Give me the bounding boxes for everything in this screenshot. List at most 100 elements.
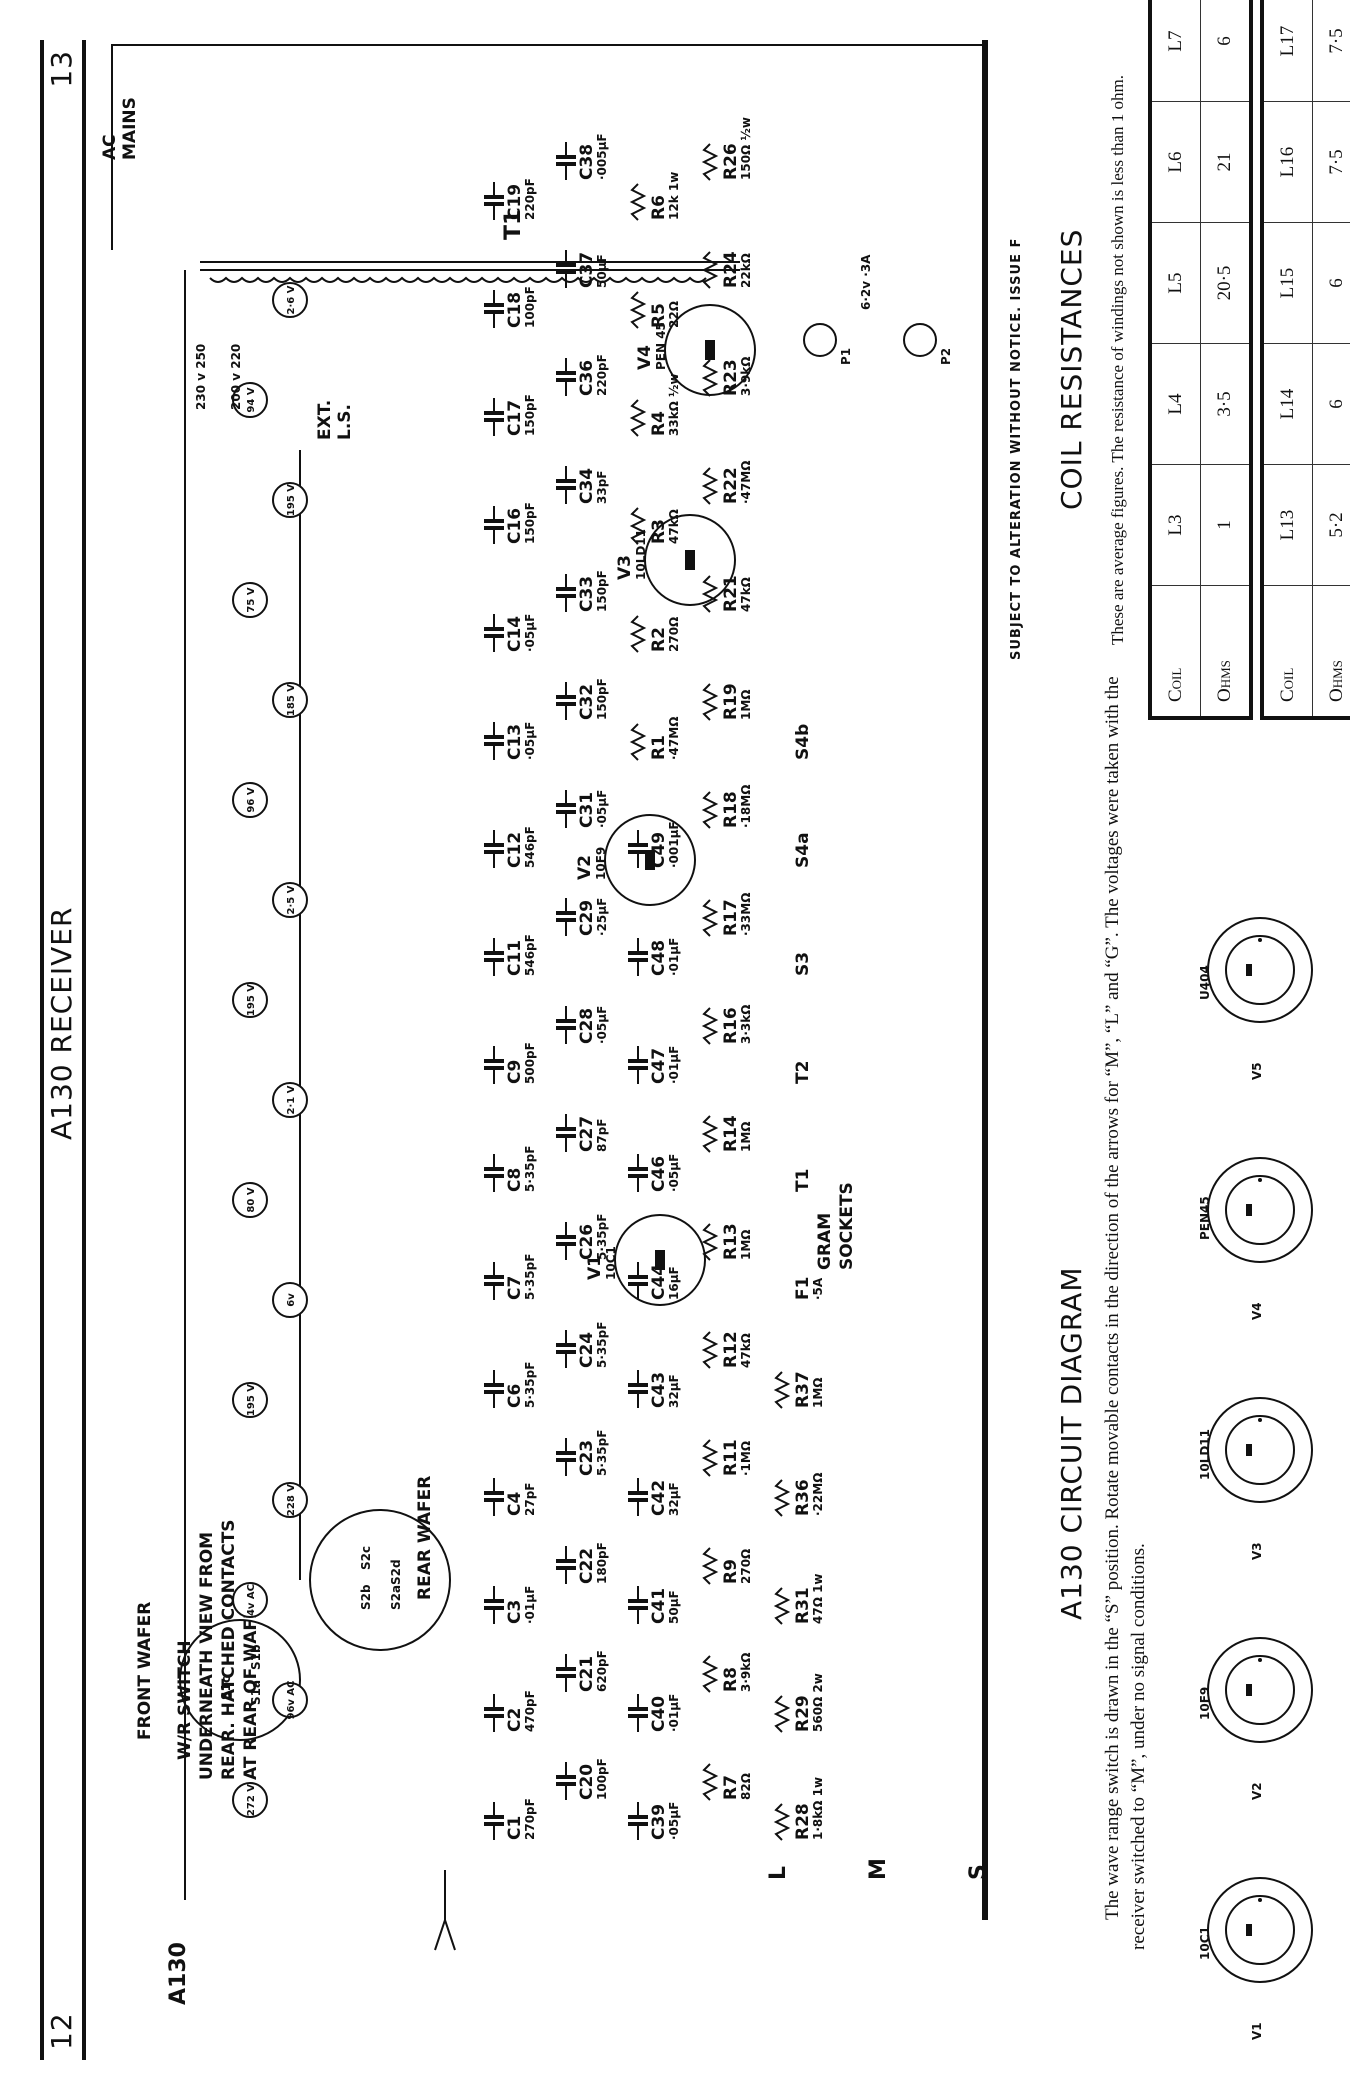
mains-label: MAINS [120, 97, 140, 160]
valve-base-type: 10F9 [1198, 1686, 1212, 1720]
coil-ohms: 6 [1312, 343, 1350, 465]
lamp-p2-label: P2 [939, 348, 953, 365]
component-ref: R16 [721, 1007, 741, 1044]
component-value: 32µF [667, 1374, 681, 1408]
component-value: 5·35pF [595, 1214, 609, 1260]
component-ref: C33 [577, 576, 597, 612]
voltage-value: 195 V [246, 984, 257, 1016]
component-ref: C20 [577, 1764, 597, 1800]
component-value: 33pF [595, 471, 609, 505]
component-value: 150pF [595, 570, 609, 612]
component-s3: S3 [793, 952, 813, 976]
component-ref: C48 [649, 940, 669, 976]
component-ref: C38 [577, 144, 597, 180]
component-value: 5·35pF [595, 1322, 609, 1368]
component-ref: C32 [577, 684, 597, 720]
component-r8: R83·9kΩ [701, 1653, 753, 1693]
component-value: 3·9kΩ [739, 1653, 753, 1692]
voltage-value: 195 V [286, 484, 297, 516]
valve-base-v5: V5 U404 [1198, 880, 1320, 1080]
component-value: 470pF [523, 1690, 537, 1732]
component-value: 87pF [595, 1119, 609, 1153]
component-ref: C18 [505, 292, 525, 328]
voltage-value: 2·5 V [286, 885, 297, 914]
band-label-l: L [766, 1866, 791, 1880]
component-ref: R37 [793, 1371, 813, 1408]
component-ref: R4 [649, 411, 669, 436]
voltage-reading: 96 V [232, 782, 268, 818]
component-value: 150pF [523, 502, 537, 544]
ext-ls-label: L.S. [335, 404, 355, 440]
component-value: ·05µF [595, 1006, 609, 1044]
voltage-value: 6v [286, 1293, 297, 1307]
component-ref: R31 [793, 1587, 813, 1624]
component-ref: C12 [505, 832, 525, 868]
component-ref: C42 [649, 1480, 669, 1516]
coil-name: L6 [1150, 101, 1201, 223]
component-value: ·01µF [667, 1046, 681, 1084]
component-value: 82Ω [739, 1773, 753, 1800]
coil-name: L15 [1262, 222, 1313, 344]
coil-ohms: 20·5 [1200, 222, 1251, 344]
coil-name: L5 [1150, 222, 1201, 344]
coil-name: L4 [1150, 343, 1201, 465]
component-ref: C24 [577, 1332, 597, 1368]
component-r22: R22·47MΩ [701, 461, 753, 505]
mains-transformer-t1: T1 [200, 210, 740, 283]
component-value: 560Ω 2w [811, 1673, 825, 1732]
component-ref: C19 [505, 184, 525, 220]
valve-base-ref: V3 [1250, 1542, 1264, 1560]
component-value: 620pF [595, 1650, 609, 1692]
diagram-caption: The wave range switch is drawn in the “S… [1102, 676, 1149, 1950]
component-value: 546pF [523, 826, 537, 868]
component-value: 5·35pF [523, 1254, 537, 1300]
component-ref: R8 [721, 1667, 741, 1692]
component-value: ·005µF [595, 133, 609, 180]
voltage-value: 2·1 V [286, 1085, 297, 1114]
valve-base-type: 10LD11 [1198, 1428, 1212, 1480]
component-ref: R14 [721, 1115, 741, 1152]
svg-text:S1b: S1b [249, 1644, 263, 1670]
valve-type: PEN 45 [654, 322, 668, 370]
component-ref: R5 [649, 303, 669, 328]
component-ref: R17 [721, 899, 741, 936]
component-value: ·5A [811, 1277, 825, 1300]
component-ref: C29 [577, 900, 597, 936]
component-value: ·05µF [523, 614, 537, 652]
component-value: ·05µF [523, 722, 537, 760]
component-ref: T1 [793, 1169, 813, 1192]
component-ref: R36 [793, 1479, 813, 1516]
coil-header: Coil [1150, 585, 1201, 718]
component-ref: C6 [505, 1384, 525, 1408]
mains-line [111, 44, 985, 250]
component-value: 3·9kΩ [739, 357, 753, 396]
switch-note-line: AT REAR OF WAFERS [241, 1582, 261, 1780]
component-value: 100pF [595, 1758, 609, 1800]
coil-ohms: 7·5 [1312, 101, 1350, 223]
ohms-header: Ohms [1200, 585, 1251, 718]
component-ref: R12 [721, 1331, 741, 1368]
component-value: ·05µF [595, 790, 609, 828]
model-label: A130 [166, 1942, 191, 2005]
coil-ohms: 6 [1200, 0, 1251, 102]
valve-base-type: PEN45 [1198, 1196, 1212, 1240]
component-c49: C49·001µF [628, 821, 681, 868]
component-ref: C31 [577, 792, 597, 828]
component-value: 270Ω [739, 1549, 753, 1584]
component-ref: R9 [721, 1559, 741, 1584]
coil-name: L16 [1262, 101, 1313, 223]
